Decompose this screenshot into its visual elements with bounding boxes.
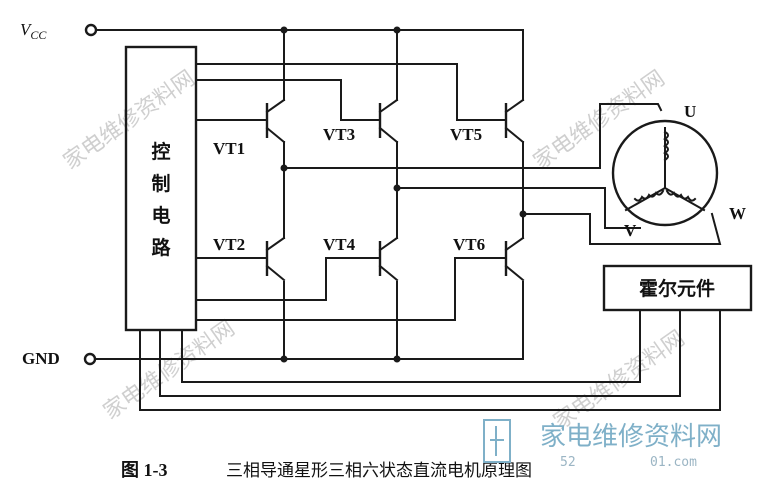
junction-gnd-2 bbox=[393, 355, 401, 363]
site-logo-icon bbox=[483, 419, 511, 463]
transistor-vt5: VT5 bbox=[450, 98, 525, 144]
figure-number: 图 1-3 bbox=[121, 460, 168, 480]
phase-v-label: V bbox=[624, 221, 637, 240]
vt6-label: VT6 bbox=[453, 235, 485, 254]
watermark-text-3: 家电维修资料网 bbox=[99, 316, 240, 425]
vcc-terminal bbox=[84, 23, 98, 37]
phase-w-label: W bbox=[729, 204, 746, 223]
junction-vcc-2 bbox=[393, 26, 401, 34]
drive-line-vt4 bbox=[195, 257, 381, 301]
control-char-3: 电 bbox=[151, 204, 170, 227]
transistor-vt3: VT3 bbox=[323, 98, 399, 144]
control-char-2: 制 bbox=[151, 172, 170, 195]
hall-feedback-3 bbox=[139, 309, 721, 411]
site-logo-url-tail: 01.com bbox=[650, 455, 697, 470]
figure-title: 三相导通星形三相六状态直流电机原理图 bbox=[226, 461, 532, 481]
transistor-vt6: VT6 bbox=[453, 235, 525, 282]
site-logo-watermark: 家电维修资料网 52 01.com bbox=[483, 419, 722, 470]
junction-v bbox=[393, 184, 401, 192]
vcc-rail bbox=[95, 29, 524, 101]
hall-feedback-1 bbox=[181, 309, 641, 383]
junction-w bbox=[519, 210, 527, 218]
site-logo-url-head: 52 bbox=[560, 455, 576, 470]
vt3-label: VT3 bbox=[323, 125, 355, 144]
phase-u-wire bbox=[283, 103, 663, 169]
gnd-terminal bbox=[83, 352, 97, 366]
hall-sensor-block bbox=[602, 264, 753, 312]
junction-u bbox=[280, 164, 288, 172]
drive-line-vt5 bbox=[195, 63, 507, 121]
watermark-text-1: 家电维修资料网 bbox=[59, 66, 200, 175]
vt2-label: VT2 bbox=[213, 235, 245, 254]
phase-v-wire bbox=[396, 187, 641, 229]
site-logo-text: 家电维修资料网 bbox=[540, 422, 722, 452]
transistor-vt4: VT4 bbox=[323, 235, 399, 282]
gnd-rail bbox=[94, 281, 524, 360]
control-char-4: 路 bbox=[151, 236, 171, 259]
vt4-label: VT4 bbox=[323, 235, 356, 254]
vcc-label: VCC bbox=[20, 20, 47, 42]
junction-vcc-1 bbox=[280, 26, 288, 34]
transistor-vt2: VT2 bbox=[213, 235, 286, 282]
control-char-1: 控 bbox=[151, 140, 170, 163]
drive-line-vt3 bbox=[195, 79, 381, 121]
vt1-label: VT1 bbox=[213, 139, 245, 158]
hall-feedback-2 bbox=[159, 309, 681, 397]
hall-sensor-label: 霍尔元件 bbox=[639, 277, 715, 300]
vt5-label: VT5 bbox=[450, 125, 482, 144]
motor-symbol: U V W bbox=[611, 102, 746, 240]
watermark-text-4: 家电维修资料网 bbox=[549, 326, 690, 435]
phase-u-label: U bbox=[684, 102, 696, 121]
gnd-label: GND bbox=[22, 349, 60, 368]
transistor-vt1: VT1 bbox=[213, 98, 286, 158]
drive-line-vt6 bbox=[195, 257, 507, 321]
junction-gnd-1 bbox=[280, 355, 288, 363]
phase-w-wire bbox=[522, 212, 722, 245]
